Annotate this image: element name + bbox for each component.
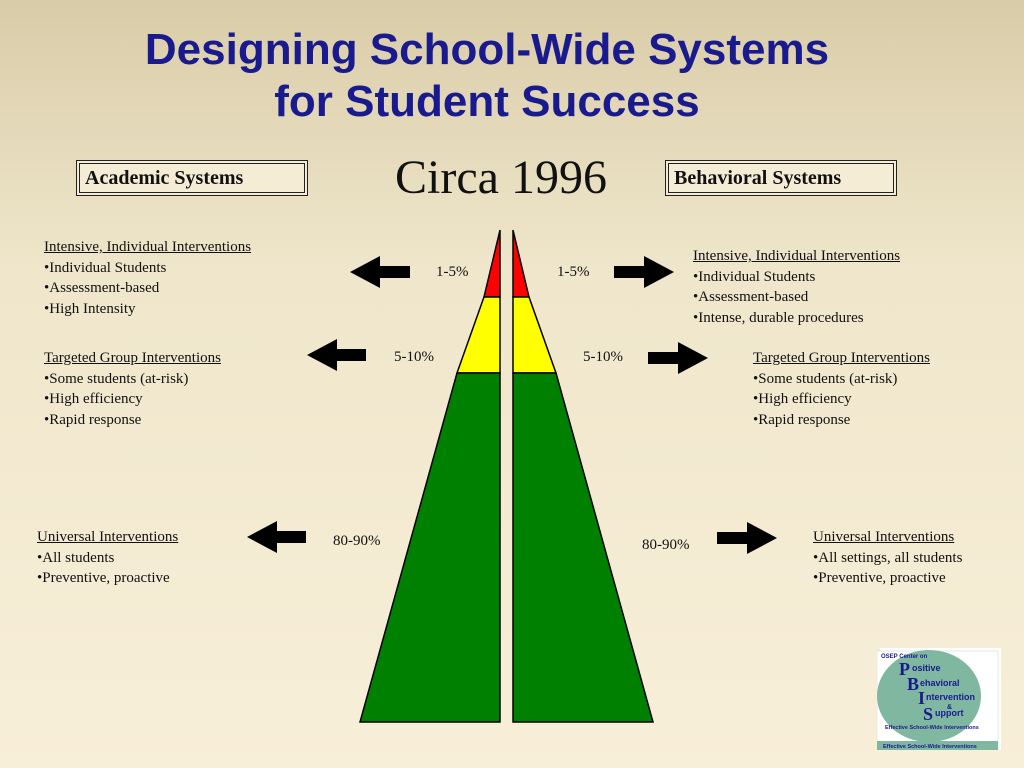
behavioral-intensive-item: •Individual Students: [693, 268, 816, 285]
academic-pct-intensive: 1-5%: [436, 264, 469, 280]
academic-tier-universal: [359, 372, 501, 723]
logo-header: OSEP Center on: [881, 654, 928, 660]
logo-word-intervention: ntervention: [926, 692, 975, 702]
behavioral-universal-block: Universal Interventions •All settings, a…: [813, 527, 962, 589]
logo-letter-p: P: [899, 659, 910, 679]
logo-letter-i: I: [918, 688, 925, 708]
academic-pct-targeted: 5-10%: [394, 349, 434, 365]
logo-letter-s: S: [923, 704, 933, 724]
behavioral-intensive-heading: Intensive, Individual Interventions: [693, 248, 901, 264]
behavioral-systems-label: Behavioral Systems: [674, 167, 842, 189]
title-line-2: for Student Success: [274, 77, 700, 126]
academic-systems-box: Academic Systems: [76, 160, 308, 196]
academic-tier-intensive: [483, 229, 501, 298]
academic-triangle: [359, 229, 501, 723]
academic-pct-universal: 80-90%: [333, 533, 381, 549]
academic-intensive-item: •High Intensity: [44, 300, 136, 317]
academic-tier-targeted: [455, 296, 501, 374]
behavioral-universal-item: •All settings, all students: [813, 549, 963, 566]
behavioral-intensive-item: •Intense, durable procedures: [693, 309, 864, 326]
behavioral-tier-universal: [512, 372, 654, 723]
logo-word-positive: ositive: [912, 663, 941, 673]
academic-targeted-heading: Targeted Group Interventions: [44, 350, 221, 366]
academic-universal-block: Universal Interventions •All students •P…: [37, 527, 178, 589]
behavioral-pct-targeted: 5-10%: [583, 349, 623, 365]
academic-targeted-block: Targeted Group Interventions •Some stude…: [44, 348, 221, 430]
behavioral-intensive-block: Intensive, Individual Interventions •Ind…: [693, 246, 900, 328]
arrow-left-universal: [247, 521, 306, 553]
academic-systems-label: Academic Systems: [85, 167, 244, 189]
circa-label: Circa 1996: [395, 151, 607, 204]
behavioral-tier-intensive: [512, 229, 530, 298]
behavioral-systems-box: Behavioral Systems: [665, 160, 897, 196]
arrow-left-targeted: [307, 339, 366, 371]
academic-intensive-block: Intensive, Individual Interventions •Ind…: [44, 237, 251, 319]
behavioral-targeted-item: •High efficiency: [753, 391, 852, 407]
behavioral-universal-item: •Preventive, proactive: [813, 570, 946, 586]
arrow-right-intensive: [614, 256, 674, 288]
academic-universal-item: •Preventive, proactive: [37, 570, 170, 586]
behavioral-targeted-block: Targeted Group Interventions •Some stude…: [753, 348, 930, 430]
academic-intensive-item: •Individual Students: [44, 259, 167, 276]
behavioral-intensive-item: •Assessment-based: [693, 289, 809, 305]
logo-word-support: upport: [935, 708, 964, 718]
academic-intensive-item: •Assessment-based: [44, 280, 160, 296]
behavioral-targeted-item: •Some students (at-risk): [753, 370, 898, 387]
logo-ampersand: &: [947, 704, 952, 711]
pbis-logo: OSEP Center on P ositive B ehavioral I n…: [877, 648, 1001, 750]
arrow-right-targeted: [648, 342, 708, 374]
logo-word-behavioral: ehavioral: [920, 678, 960, 688]
behavioral-targeted-heading: Targeted Group Interventions: [753, 350, 930, 366]
page-title: Designing School-Wide Systems for Studen…: [0, 24, 974, 128]
behavioral-triangle: [512, 229, 654, 723]
academic-universal-item: •All students: [37, 549, 115, 566]
logo-tagline-strip: Effective School-Wide Interventions: [883, 744, 977, 750]
academic-intensive-heading: Intensive, Individual Interventions: [44, 239, 252, 255]
academic-targeted-item: •Rapid response: [44, 411, 142, 428]
arrow-right-universal: [717, 522, 777, 554]
behavioral-targeted-item: •Rapid response: [753, 411, 851, 428]
behavioral-tier-targeted: [512, 296, 558, 374]
behavioral-universal-heading: Universal Interventions: [813, 529, 955, 545]
logo-letter-b: B: [907, 674, 919, 694]
title-line-1: Designing School-Wide Systems: [144, 25, 830, 74]
academic-targeted-item: •Some students (at-risk): [44, 370, 189, 387]
arrow-left-intensive: [350, 256, 410, 288]
academic-targeted-item: •High efficiency: [44, 391, 143, 407]
academic-universal-heading: Universal Interventions: [37, 529, 179, 545]
behavioral-pct-intensive: 1-5%: [557, 264, 590, 280]
logo-tagline: Effective School-Wide Interventions: [885, 725, 979, 731]
behavioral-pct-universal: 80-90%: [642, 537, 690, 553]
